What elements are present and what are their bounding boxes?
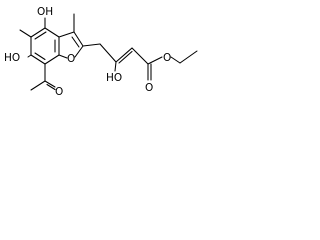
atom-label-o-furan: O	[67, 53, 75, 65]
bond-o-ethyl	[170, 56, 181, 64]
bond-ch2-c-oh	[99, 43, 117, 63]
bond-o1-c7a	[58, 54, 68, 59]
bond-ester-c-o	[147, 56, 163, 65]
bond-c6-c7	[30, 54, 46, 65]
bond-acetyl-methyl	[30, 80, 46, 91]
bond-c3-c2-inner	[71, 36, 80, 48]
bond-c7-c7a	[44, 54, 60, 65]
atom-label-oh-top: OH	[37, 6, 53, 18]
molecule-structure: OH HO O O HO O O	[4, 6, 198, 98]
bond-c3a-c3	[58, 31, 75, 38]
atom-labels: OH HO O O HO O O	[4, 6, 171, 98]
bond-c5-methyl	[19, 29, 32, 38]
bond-ethyl	[179, 50, 198, 64]
atom-label-o-ester-carbonyl: O	[145, 82, 153, 94]
bond-c-oh-ch	[115, 47, 133, 63]
bond-c3-c2	[73, 31, 84, 47]
atom-label-o-acetyl: O	[55, 86, 63, 98]
atom-label-ho-left: HO	[4, 52, 20, 64]
bond-c6-oh	[27, 54, 32, 58]
bond-c3a-c4	[44, 27, 60, 38]
atom-label-o-ester: O	[163, 52, 171, 64]
bond-acetyl-co-double	[46, 83, 56, 91]
bond-c4-c5	[30, 27, 46, 38]
bond-c5-c5-inner	[34, 31, 47, 40]
atom-label-ho-chain: HO	[106, 72, 122, 84]
bond-lines	[19, 13, 198, 91]
bond-acetyl-co	[44, 80, 56, 88]
bond-c-oh-o	[114, 61, 117, 72]
bond-c6-c7-inner	[34, 52, 46, 61]
bond-ch-ester-c	[131, 47, 149, 65]
bond-c2-o1	[74, 45, 84, 58]
bond-c2-ch2	[82, 43, 101, 47]
bond-c-oh-ch-double	[118, 50, 133, 64]
